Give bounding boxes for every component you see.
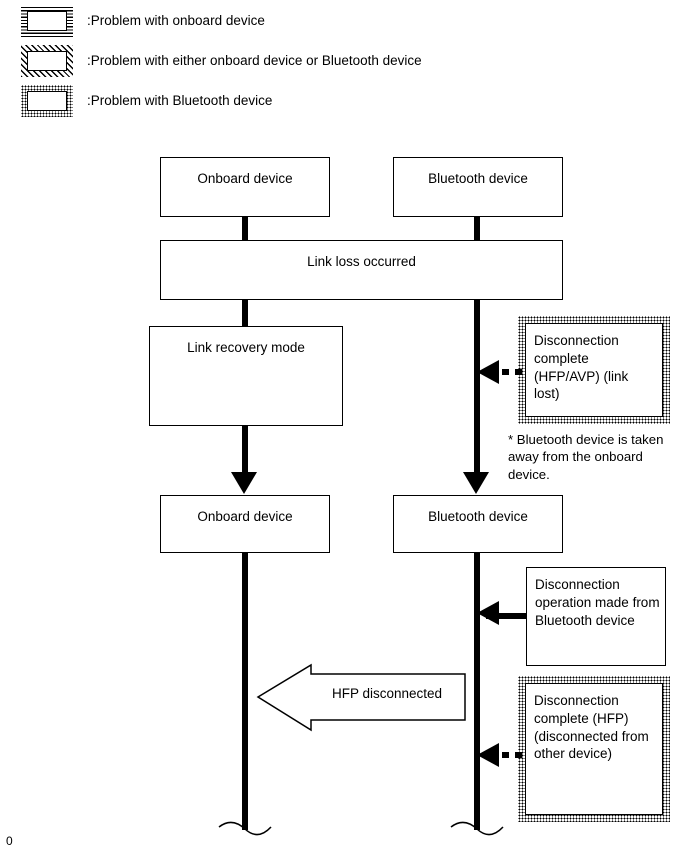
block-arrow-hfp-disconnected-label: HFP disconnected — [331, 686, 443, 701]
box-disconnection-complete-hfp-avp: Disconnection complete (HFP/AVP) (link l… — [518, 316, 670, 424]
box-onboard-device-top-label: Onboard device — [197, 171, 293, 186]
legend-item-either: :Problem with either onboard device or B… — [21, 45, 422, 77]
lifeline-bluetooth-bottom — [474, 552, 480, 830]
note-bluetooth-taken-away: * Bluetooth device is taken away from th… — [508, 432, 664, 482]
connector-disconnection-operation-shaft — [486, 613, 528, 619]
connector-linkloss-to-bluetooth-bottom — [474, 298, 480, 478]
connector-recovery-to-onboard-bottom — [242, 425, 248, 477]
legend-label-either: :Problem with either onboard device or B… — [87, 53, 422, 69]
box-disconnection-operation-label: Disconnection operation made from Blueto… — [535, 577, 660, 629]
box-bluetooth-device-top-label: Bluetooth device — [428, 171, 528, 186]
legend-item-onboard: :Problem with onboard device — [21, 5, 265, 37]
box-onboard-device-bottom-label: Onboard device — [197, 509, 293, 524]
lifeline-onboard-bottom — [242, 552, 248, 830]
box-bluetooth-device-bottom-label: Bluetooth device — [428, 509, 528, 524]
box-onboard-device-top: Onboard device — [160, 157, 330, 217]
arrowhead-left-hfp-avp — [477, 360, 499, 384]
box-link-recovery-mode: Link recovery mode — [149, 326, 343, 426]
box-onboard-device-bottom: Onboard device — [160, 495, 330, 553]
legend-swatch-either-icon — [21, 45, 73, 77]
box-link-loss-occurred-label: Link loss occurred — [307, 254, 416, 269]
legend-item-bluetooth: :Problem with Bluetooth device — [21, 85, 272, 117]
box-link-recovery-mode-label: Link recovery mode — [187, 340, 305, 355]
legend-label-onboard: :Problem with onboard device — [87, 13, 265, 29]
box-disconnection-complete-hfp-avp-label: Disconnection complete (HFP/AVP) (link l… — [534, 333, 629, 402]
box-bluetooth-device-bottom: Bluetooth device — [393, 495, 563, 553]
legend-swatch-onboard-icon — [21, 5, 73, 37]
connector-linkloss-to-recovery — [242, 298, 248, 328]
connector-bluetooth-top-to-linkloss — [474, 216, 480, 242]
box-disconnection-complete-hfp-label: Disconnection complete (HFP) (disconnect… — [534, 693, 649, 762]
arrowhead-left-hfp — [477, 743, 499, 767]
page-corner-marker: 0 — [6, 834, 13, 848]
box-bluetooth-device-top: Bluetooth device — [393, 157, 563, 217]
legend-label-bluetooth: :Problem with Bluetooth device — [87, 93, 273, 109]
legend-swatch-bluetooth-icon — [21, 85, 73, 117]
box-disconnection-complete-hfp: Disconnection complete (HFP) (disconnect… — [518, 676, 670, 822]
box-disconnection-operation: Disconnection operation made from Blueto… — [526, 567, 666, 666]
box-link-loss-occurred: Link loss occurred — [160, 240, 563, 300]
connector-onboard-top-to-linkloss — [242, 216, 248, 242]
